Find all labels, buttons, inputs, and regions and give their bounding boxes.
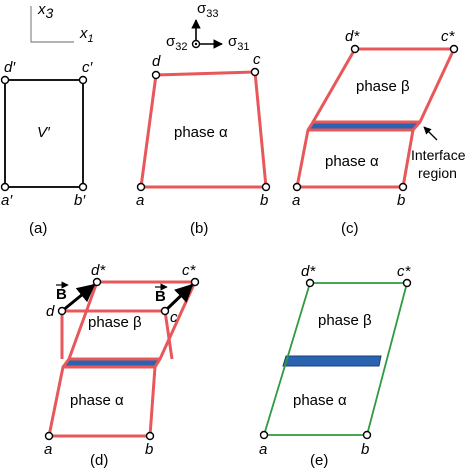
panel-d-vertex-c (160, 306, 170, 316)
panel-b-vertex-c (250, 67, 260, 77)
panel-d-vertex-a (44, 431, 54, 441)
panel-b-vertex-b (261, 182, 271, 192)
panel-e: d* c* a b phase β phase α (e) (259, 263, 412, 469)
panel-b-caption: (b) (190, 220, 208, 237)
panel-b: d c a b phase α (b) (136, 51, 271, 237)
panel-e-vertex-a (259, 430, 269, 440)
panel-c-label-c: c* (441, 28, 456, 45)
panel-b-phase-label: phase α (174, 124, 228, 141)
panel-b-label-a: a (136, 192, 144, 209)
panel-c-label-d: d* (345, 28, 360, 45)
panel-a-caption: (a) (29, 220, 47, 237)
panel-d-vector-b-right (163, 283, 194, 313)
panel-d-label-d: d (46, 303, 55, 320)
coordinate-axes: x3 x1 (30, 1, 94, 45)
panel-c-interface-pointer (423, 126, 438, 141)
panel-a-vertex-c (78, 75, 88, 85)
panel-a-label-c: c′ (82, 59, 94, 76)
axis-x3-label: x3 (37, 1, 54, 21)
panel-b-label-c: c (253, 51, 261, 68)
panel-e-label-c: c* (397, 263, 412, 280)
panel-e-vertex-c (402, 278, 412, 288)
panel-e-phase-alpha-label: phase α (293, 392, 347, 409)
panel-a: d′ c′ a′ b′ V′ (a) (0, 59, 94, 237)
panel-b-vertex-d (151, 70, 161, 80)
panel-a-vertex-d (0, 75, 10, 85)
panel-d-right-step (153, 358, 162, 368)
panel-a-label-d: d′ (4, 59, 16, 76)
panel-c-vertex-b (398, 182, 408, 192)
panel-c-caption: (c) (341, 220, 359, 237)
panel-c-right-step (411, 121, 422, 131)
panel-c-left-step (306, 121, 315, 131)
axis-x1-label: x1 (79, 25, 94, 45)
panel-c-label-b: b (397, 192, 405, 209)
panel-b-vertex-a (136, 182, 146, 192)
panel-e-caption: (e) (310, 452, 328, 469)
panel-d-label-c: c (170, 309, 178, 326)
panel-c-interface-label-2: region (418, 165, 457, 181)
panel-d-caption: (d) (90, 452, 108, 469)
panel-d-vertex-d (57, 306, 67, 316)
panel-d-label-c-star: c* (182, 262, 197, 279)
panel-a-vertex-b (78, 182, 88, 192)
panel-d-label-d-star: d* (91, 262, 106, 279)
panel-a-label-a: a′ (1, 192, 13, 209)
stress-symbol: σ33 σ32 σ31 (166, 0, 250, 53)
panel-d: d* c* d c a b B B phase β phase α (d) (44, 262, 200, 469)
panel-a-label-b: b′ (74, 192, 86, 209)
panel-e-interface-band (282, 355, 382, 367)
stress-32-label: σ32 (166, 33, 188, 53)
panel-b-label-d: d (152, 53, 161, 70)
panel-d-vertex-c-star (190, 277, 200, 287)
panel-e-vertex-b (362, 430, 372, 440)
panel-e-label-a: a (259, 441, 267, 458)
panel-d-vector-label-left: B (56, 286, 67, 303)
panel-c-vertex-d (350, 44, 360, 54)
panel-c-vertex-a (292, 182, 302, 192)
panel-c: d* c* a b phase β phase α Interface regi… (292, 28, 466, 237)
panel-d-label-a: a (44, 441, 52, 458)
panel-e-vertex-d (305, 278, 315, 288)
panel-d-vector-label-right: B (155, 288, 166, 305)
stress-31-label: σ31 (228, 33, 250, 53)
panel-a-volume-label: V′ (37, 124, 51, 141)
panel-d-vertex-b (145, 431, 155, 441)
panel-c-label-a: a (292, 192, 300, 209)
panel-c-phase-alpha-label: phase α (325, 153, 379, 170)
panel-b-label-b: b (260, 192, 268, 209)
panel-c-vertex-c (449, 44, 459, 54)
panel-d-vector-b-left (61, 283, 96, 313)
panel-d-label-b: b (145, 441, 153, 458)
panel-a-vertex-a (0, 182, 10, 192)
stress-origin-dot (194, 42, 198, 46)
panel-d-left-step (61, 358, 71, 368)
panel-e-label-b: b (361, 441, 369, 458)
panel-c-interface-label-1: Interface (411, 147, 466, 163)
panel-e-label-d: d* (301, 263, 316, 280)
panel-a-reference-box (4, 79, 84, 188)
panel-e-phase-beta-label: phase β (318, 312, 372, 329)
stress-33-label: σ33 (197, 0, 219, 20)
panel-d-vertex-d-star (92, 277, 102, 287)
panel-d-phase-alpha-label: phase α (70, 392, 124, 409)
panel-c-phase-beta-label: phase β (356, 78, 410, 95)
panel-d-phase-beta-label: phase β (88, 314, 142, 331)
axes-lines (30, 6, 74, 43)
